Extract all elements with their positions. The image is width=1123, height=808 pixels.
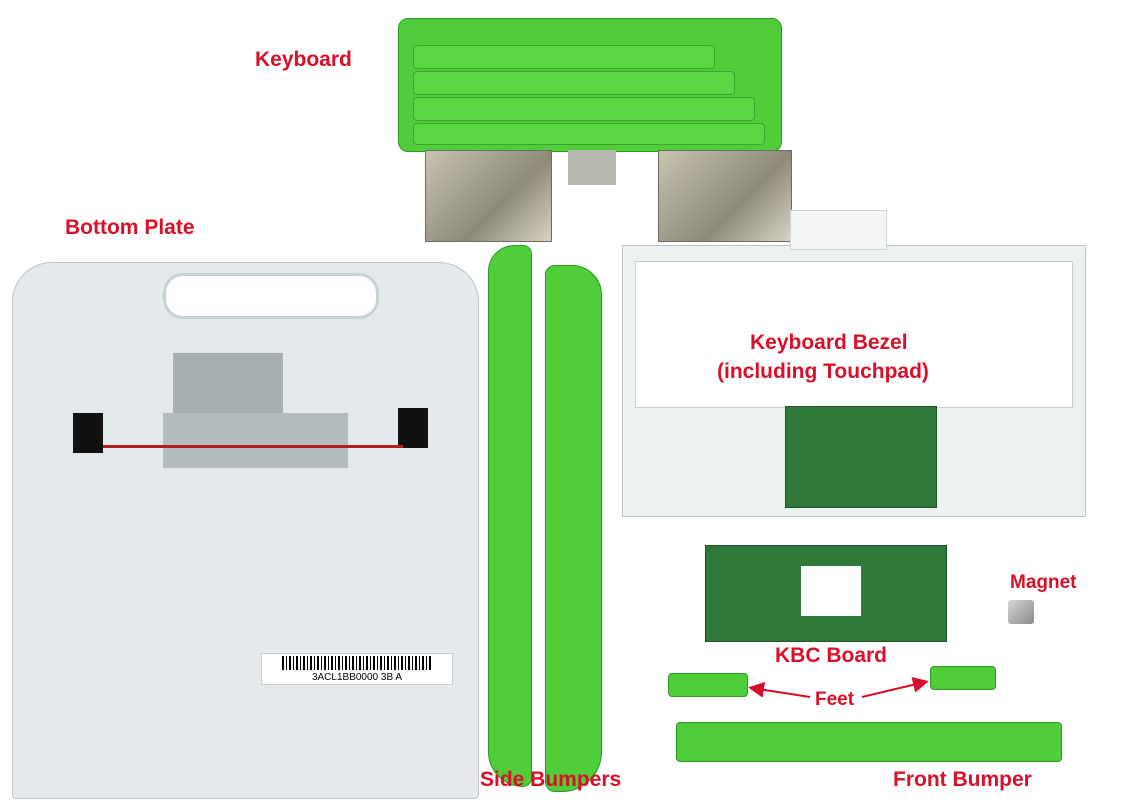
barcode-label: 3ACL1BB0000 3B A [261, 653, 453, 685]
kbc-board-part [705, 545, 947, 642]
label-keyboard: Keyboard [255, 48, 352, 71]
label-side-bumpers: Side Bumpers [480, 768, 622, 791]
magnet-part [1008, 600, 1034, 624]
label-magnet: Magnet [1010, 572, 1077, 593]
keyboard-bezel-part [622, 245, 1086, 517]
barcode-text: 3ACL1BB0000 3B A [311, 672, 403, 683]
label-kbc-board: KBC Board [775, 644, 888, 667]
keyboard-bracket-right [658, 150, 792, 242]
side-bumper-right [545, 265, 602, 792]
label-feet: Feet [815, 689, 855, 710]
label-keyboard-bezel-sub: (including Touchpad) [717, 360, 929, 383]
side-bumper-left [488, 245, 532, 787]
label-keyboard-bezel: Keyboard Bezel [750, 331, 908, 354]
bezel-tail [790, 210, 887, 250]
keyboard-part [398, 18, 782, 152]
keyboard-ribbon [568, 150, 616, 185]
bottom-plate-part: 3ACL1BB0000 3B A [12, 262, 479, 799]
foot-right [930, 666, 996, 690]
keyboard-bracket-left [425, 150, 552, 242]
foot-left [668, 673, 748, 697]
label-front-bumper: Front Bumper [893, 768, 1032, 791]
touchpad [785, 406, 937, 508]
label-bottom-plate: Bottom Plate [65, 216, 195, 239]
front-bumper-part [676, 722, 1062, 762]
